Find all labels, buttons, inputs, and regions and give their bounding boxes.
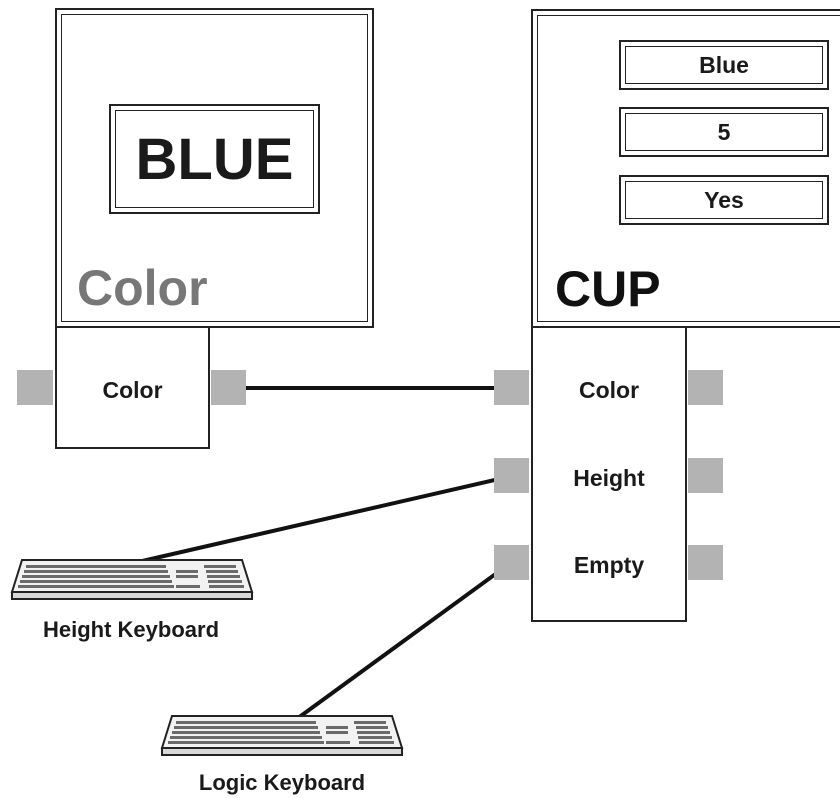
cup-port-label-height: Height [573,464,645,491]
cup-object-display: Blue 5 Yes CUP [531,9,840,328]
cup-input-port-height[interactable] [494,458,529,493]
cup-field-color-value: Blue [699,51,749,78]
wire-logic-keyboard-to-cup [296,560,514,720]
logic-keyboard-icon[interactable] [158,714,406,758]
cup-port-label-empty: Empty [573,551,645,578]
cup-object-ports: Color Height Empty [531,326,687,622]
cup-field-height-inner: 5 [625,113,823,151]
height-keyboard-label: Height Keyboard [42,617,220,642]
cup-field-empty-value: Yes [704,186,744,213]
color-object-title: Color [77,260,208,316]
color-object-display: BLUE Color [55,8,374,328]
color-object-input-port[interactable] [17,370,53,405]
color-value-box-inner: BLUE [115,110,314,208]
wire-height-keyboard-to-cup [137,474,513,564]
cup-field-color: Blue [619,40,829,90]
logic-keyboard-label: Logic Keyboard [198,770,366,795]
cup-output-port-color[interactable] [688,370,723,405]
color-object-ports: Color [55,326,210,449]
color-value-box: BLUE [109,104,320,214]
color-object-display-inner [61,14,368,322]
height-keyboard-icon[interactable] [8,558,256,602]
cup-output-port-empty[interactable] [688,545,723,580]
cup-field-empty: Yes [619,175,829,225]
color-object-output-port[interactable] [211,370,246,405]
color-port-label: Color [102,376,163,403]
color-value-text: BLUE [135,126,294,192]
cup-input-port-empty[interactable] [494,545,529,580]
cup-object-display-inner [537,15,840,322]
cup-port-label-color: Color [578,376,640,403]
cup-field-empty-inner: Yes [625,181,823,219]
cup-field-height: 5 [619,107,829,157]
cup-field-height-value: 5 [717,118,731,145]
cup-output-port-height[interactable] [688,458,723,493]
cup-object-title: CUP [555,261,661,317]
cup-input-port-color[interactable] [494,370,529,405]
cup-field-color-inner: Blue [625,46,823,84]
